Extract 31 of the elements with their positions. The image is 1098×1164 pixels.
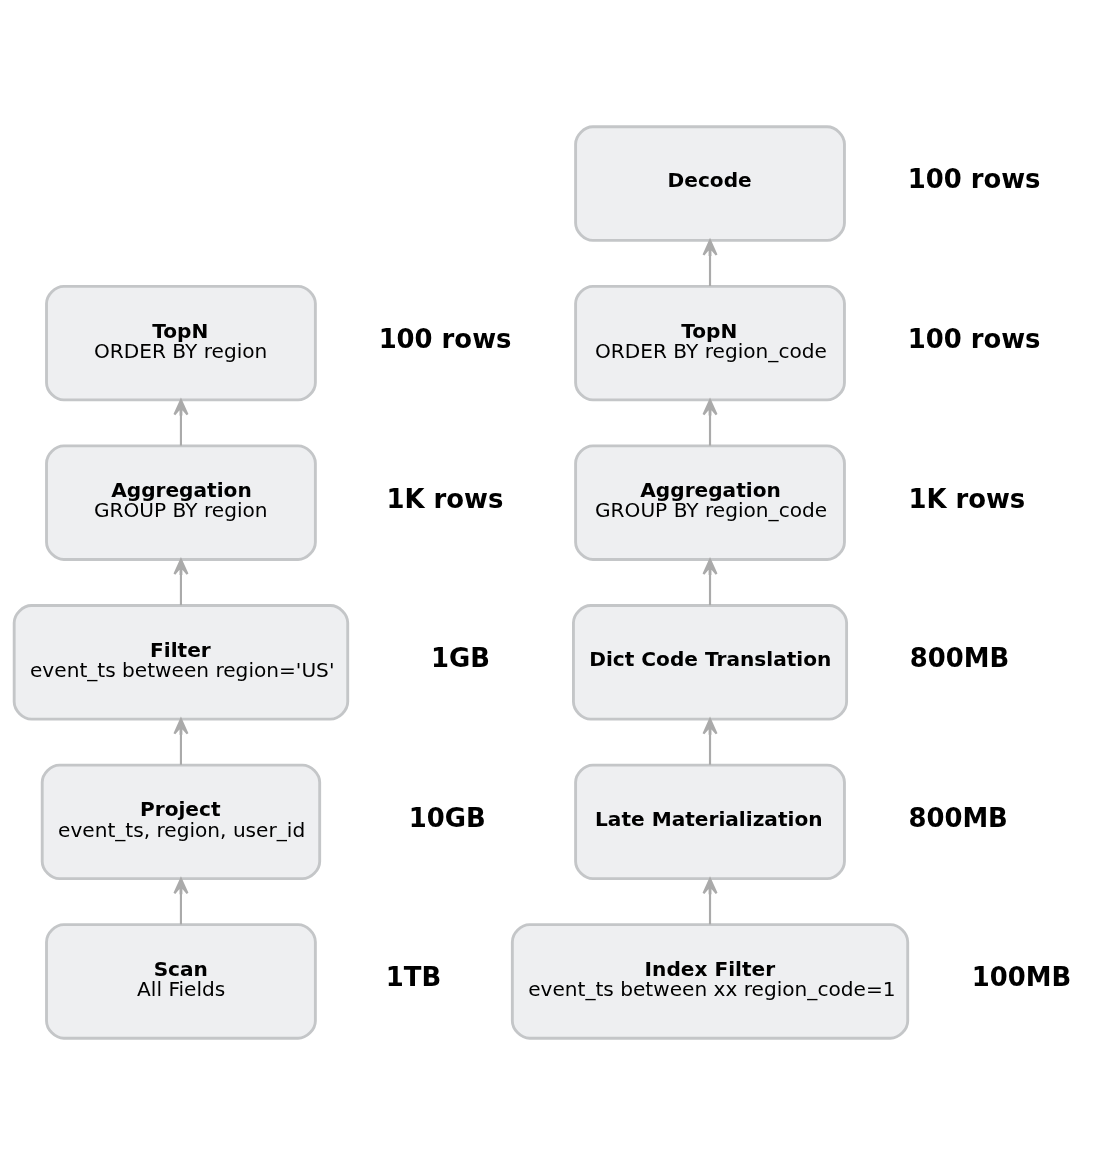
arrow [702, 558, 718, 605]
node-label: 10GB [408, 802, 486, 833]
arrow [702, 238, 718, 286]
node-box: TopN ORDER BY region_code [574, 284, 846, 401]
node-box: Aggregation GROUP BY region [45, 444, 317, 561]
node-label: 100MB [971, 961, 1072, 992]
node-label: 100 rows [907, 163, 1041, 194]
node-box: Scan All Fields [45, 922, 317, 1040]
node-label: 100 rows [378, 323, 512, 354]
arrow [702, 877, 718, 924]
node-box: Dict Code Translation [572, 603, 849, 721]
arrow [173, 558, 189, 605]
node-box: Decode [574, 124, 846, 242]
node-box: Project event_ts, region, user_id [40, 763, 322, 880]
node-label: 800MB [909, 642, 1010, 673]
node-label: 1GB [431, 642, 491, 673]
node-label: 1TB [385, 961, 442, 992]
arrow [702, 717, 718, 765]
node-label: 100 rows [907, 323, 1041, 354]
arrow [173, 717, 189, 765]
node-label: 800MB [908, 802, 1008, 833]
arrow [173, 398, 189, 446]
node-box: TopN ORDER BY region [45, 284, 317, 401]
node-box: Late Materialization [574, 763, 846, 880]
node-box: Index Filter event_ts between xx region_code=1 [510, 922, 910, 1040]
node-box: Aggregation GROUP BY region_code [574, 444, 846, 561]
node-box: Filter event_ts between region='US' [12, 603, 350, 721]
node-label: 1K rows [908, 483, 1026, 514]
arrow [173, 877, 189, 924]
arrow [702, 398, 718, 446]
node-label: 1K rows [386, 483, 504, 514]
